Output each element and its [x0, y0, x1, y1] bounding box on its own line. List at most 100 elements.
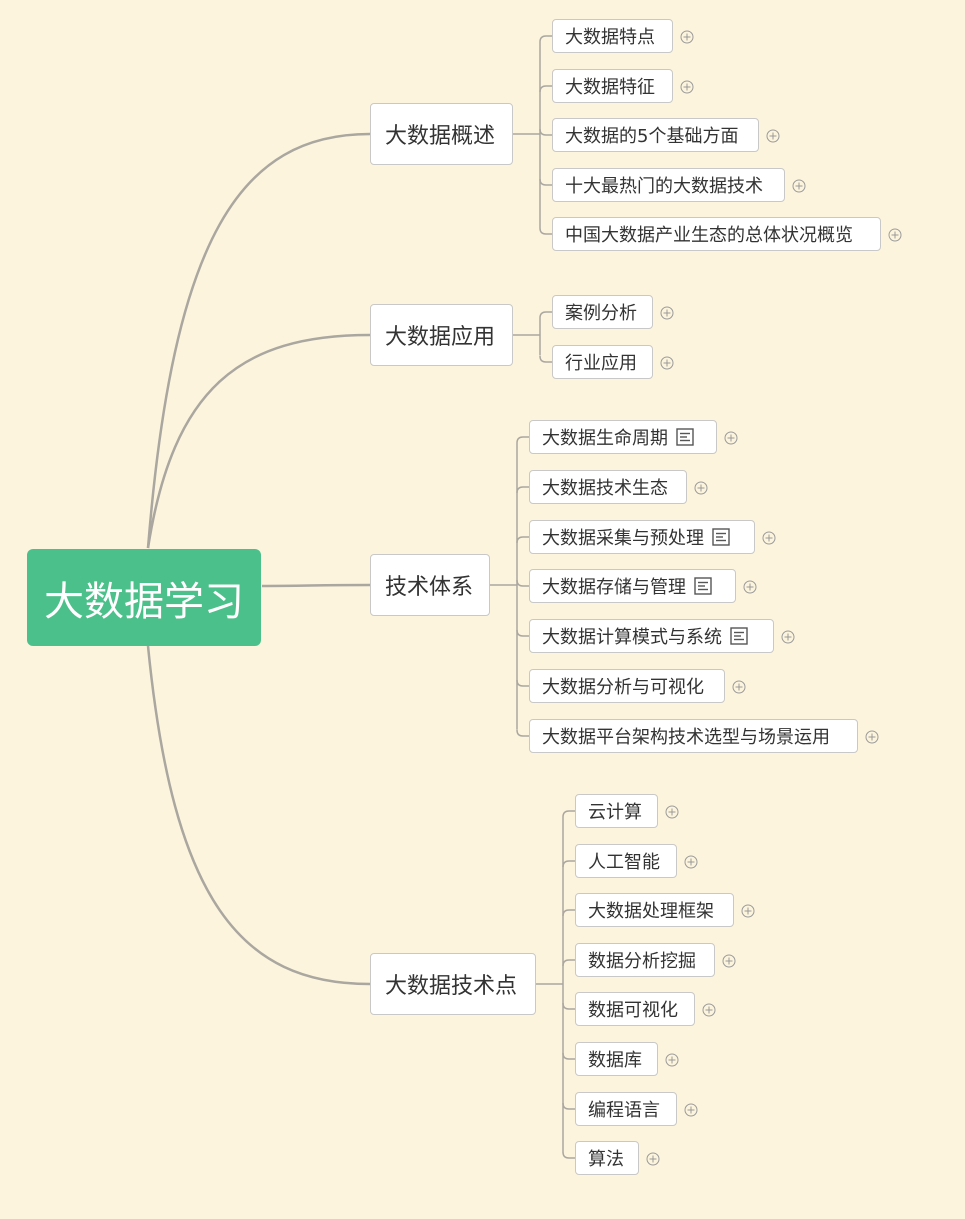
subtopic[interactable]: 大数据生命周期: [529, 420, 717, 454]
subtopic-label: 人工智能: [588, 852, 660, 873]
subtopic-label: 大数据计算模式与系统: [542, 627, 722, 648]
expand-icon[interactable]: [665, 804, 679, 819]
leaf-connector: [539, 311, 552, 319]
branch-topic[interactable]: 大数据概述: [370, 103, 513, 165]
leaf-connector: [516, 536, 529, 544]
leaf-connector: [562, 959, 575, 967]
expand-icon[interactable]: [660, 305, 674, 320]
expand-icon[interactable]: [684, 854, 698, 869]
leaf-connector: [539, 355, 552, 363]
expand-icon[interactable]: [680, 29, 694, 44]
leaf-connector: [516, 486, 529, 494]
expand-icon[interactable]: [722, 953, 736, 968]
expand-icon[interactable]: [762, 530, 776, 545]
subtopic-label: 数据可视化: [588, 1000, 678, 1021]
expand-icon[interactable]: [792, 178, 806, 193]
branch-topic[interactable]: 大数据应用: [370, 304, 513, 366]
subtopic[interactable]: 人工智能: [575, 844, 677, 878]
subtopic[interactable]: 算法: [575, 1141, 639, 1175]
branch-topic[interactable]: 大数据技术点: [370, 953, 536, 1015]
subtopic[interactable]: 中国大数据产业生态的总体状况概览: [552, 217, 881, 251]
subtopic[interactable]: 编程语言: [575, 1092, 677, 1126]
expand-icon[interactable]: [865, 729, 879, 744]
subtopic-label: 大数据技术生态: [542, 478, 668, 499]
subtopic[interactable]: 大数据采集与预处理: [529, 520, 755, 554]
subtopic-label: 云计算: [588, 802, 642, 823]
leaf-connector: [539, 227, 552, 235]
subtopic[interactable]: 数据分析挖掘: [575, 943, 715, 977]
leaf-connector: [562, 1102, 575, 1110]
subtopic[interactable]: 大数据特点: [552, 19, 673, 53]
leaf-connector: [539, 85, 552, 93]
subtopic-label: 中国大数据产业生态的总体状况概览: [565, 225, 853, 246]
subtopic[interactable]: 行业应用: [552, 345, 653, 379]
expand-icon[interactable]: [766, 128, 780, 143]
subtopic-label: 大数据分析与可视化: [542, 677, 704, 698]
expand-icon[interactable]: [684, 1102, 698, 1117]
subtopic-label: 大数据处理框架: [588, 901, 714, 922]
root-branch-connector: [146, 132, 371, 549]
leaf-connector: [562, 909, 575, 917]
subtopic[interactable]: 十大最热门的大数据技术: [552, 168, 785, 202]
subtopic[interactable]: 大数据特征: [552, 69, 673, 103]
note-icon[interactable]: [694, 577, 712, 595]
subtopic-label: 行业应用: [565, 353, 637, 374]
leaf-connector: [539, 128, 552, 136]
leaf-connector: [562, 1151, 575, 1159]
subtopic-label: 编程语言: [588, 1100, 660, 1121]
subtopic-label: 大数据特点: [565, 27, 655, 48]
leaf-connector: [562, 1002, 575, 1010]
subtopic-label: 大数据存储与管理: [542, 577, 686, 598]
leaf-connector: [562, 810, 575, 818]
subtopic-label: 数据分析挖掘: [588, 951, 696, 972]
expand-icon[interactable]: [646, 1151, 660, 1166]
subtopic-label: 十大最热门的大数据技术: [565, 176, 763, 197]
subtopic-label: 数据库: [588, 1050, 642, 1071]
subtopic[interactable]: 大数据计算模式与系统: [529, 619, 774, 653]
subtopic-label: 大数据特征: [565, 77, 655, 98]
expand-icon[interactable]: [724, 430, 738, 445]
subtopic-label: 案例分析: [565, 303, 637, 324]
note-icon[interactable]: [730, 627, 748, 645]
leaf-connector: [516, 679, 529, 687]
subtopic[interactable]: 案例分析: [552, 295, 653, 329]
subtopic-label: 大数据的5个基础方面: [565, 126, 739, 147]
subtopic[interactable]: 云计算: [575, 794, 658, 828]
expand-icon[interactable]: [660, 355, 674, 370]
root-branch-connector: [261, 583, 371, 588]
expand-icon[interactable]: [732, 679, 746, 694]
subtopic[interactable]: 数据库: [575, 1042, 658, 1076]
note-icon[interactable]: [676, 428, 694, 446]
subtopic-label: 大数据平台架构技术选型与场景运用: [542, 727, 830, 748]
subtopic[interactable]: 大数据技术生态: [529, 470, 687, 504]
leaf-connector: [516, 629, 529, 637]
subtopic[interactable]: 大数据的5个基础方面: [552, 118, 759, 152]
leaf-connector: [562, 860, 575, 868]
leaf-connector: [516, 436, 529, 444]
subtopic[interactable]: 数据可视化: [575, 992, 695, 1026]
expand-icon[interactable]: [694, 480, 708, 495]
subtopic-label: 大数据生命周期: [542, 428, 668, 449]
expand-icon[interactable]: [680, 79, 694, 94]
root-branch-connector: [146, 333, 371, 549]
subtopic-label: 大数据采集与预处理: [542, 528, 704, 549]
leaf-connector: [516, 729, 529, 737]
root-branch-connector: [146, 645, 371, 986]
leaf-connector: [539, 178, 552, 186]
expand-icon[interactable]: [781, 629, 795, 644]
subtopic[interactable]: 大数据存储与管理: [529, 569, 736, 603]
expand-icon[interactable]: [702, 1002, 716, 1017]
subtopic[interactable]: 大数据平台架构技术选型与场景运用: [529, 719, 858, 753]
note-icon[interactable]: [712, 528, 730, 546]
expand-icon[interactable]: [743, 579, 757, 594]
branch-topic[interactable]: 技术体系: [370, 554, 490, 616]
expand-icon[interactable]: [665, 1052, 679, 1067]
expand-icon[interactable]: [888, 227, 902, 242]
expand-icon[interactable]: [741, 903, 755, 918]
subtopic[interactable]: 大数据分析与可视化: [529, 669, 725, 703]
leaf-connector: [539, 35, 552, 43]
root-topic[interactable]: 大数据学习: [27, 549, 261, 646]
leaf-connector: [516, 579, 529, 587]
subtopic[interactable]: 大数据处理框架: [575, 893, 734, 927]
